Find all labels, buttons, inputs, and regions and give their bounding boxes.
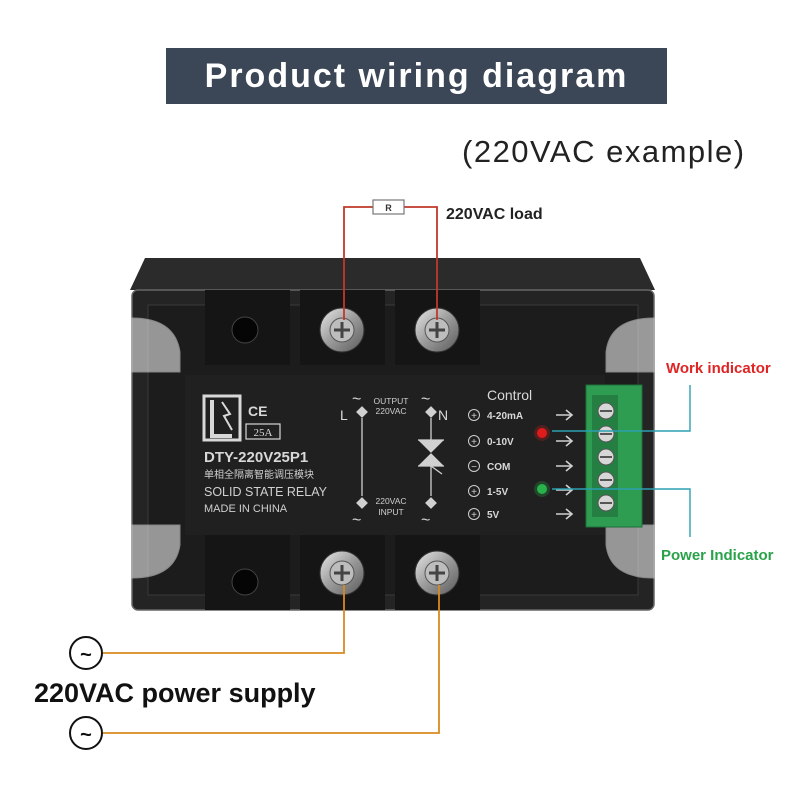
relay-type-label: SOLID STATE RELAY bbox=[204, 485, 328, 499]
input-label-line2: INPUT bbox=[378, 507, 404, 517]
output-tilde-left: ~ bbox=[352, 391, 361, 408]
load-wire bbox=[343, 206, 438, 320]
origin-label: MADE IN CHINA bbox=[204, 503, 288, 515]
resistor-icon bbox=[372, 199, 405, 215]
ce-mark: CE bbox=[248, 403, 267, 419]
supply-wire bbox=[103, 585, 440, 734]
terminal-label-com: COM bbox=[487, 462, 510, 473]
ac-source-icon-bottom bbox=[69, 716, 103, 750]
ac-symbol-top: ~ bbox=[80, 644, 92, 666]
terminal-label-0-10v: 0-10V bbox=[487, 437, 514, 448]
brand-logo-icon bbox=[202, 394, 242, 442]
diagram-subtitle: (220VAC example) bbox=[462, 134, 746, 169]
output-screw-left bbox=[319, 307, 365, 353]
control-terminal-block bbox=[585, 384, 643, 528]
model-number: DTY-220V25P1 bbox=[204, 449, 308, 466]
terminal-sign: + bbox=[471, 411, 477, 422]
output-screw-right bbox=[414, 307, 460, 353]
terminal-label-4-20ma: 4-20mA bbox=[487, 411, 523, 422]
input-screw-left bbox=[319, 550, 365, 596]
page-title: Product wiring diagram bbox=[204, 56, 629, 95]
ac-source-icon-top bbox=[69, 636, 103, 670]
power-supply-label: 220VAC power supply bbox=[34, 678, 316, 708]
control-arrows bbox=[556, 409, 574, 520]
power-indicator-led bbox=[537, 484, 547, 494]
current-rating: 25A bbox=[254, 427, 273, 439]
control-terminal-labels: + 4-20mA + 0-10V − COM + 1-5V + 5V bbox=[468, 409, 523, 521]
ac-symbol-bottom: ~ bbox=[80, 724, 92, 746]
control-title: Control bbox=[487, 387, 532, 403]
input-tilde-left: ~ bbox=[352, 512, 361, 529]
resistor-label: R bbox=[385, 203, 392, 213]
terminal-sign: + bbox=[471, 437, 477, 448]
relay-housing bbox=[130, 258, 655, 611]
input-tilde-right: ~ bbox=[421, 512, 430, 529]
work-indicator-led bbox=[537, 428, 547, 438]
indicator-leader-lines bbox=[552, 385, 691, 537]
terminal-label-1-5v: 1-5V bbox=[487, 487, 508, 498]
chinese-product-name: 单相全隔离智能调压模块 bbox=[204, 468, 314, 481]
output-label-line1: OUTPUT bbox=[374, 396, 409, 406]
input-screw-right bbox=[414, 550, 460, 596]
output-terminal-l: L bbox=[340, 407, 348, 423]
terminal-sign: + bbox=[471, 487, 477, 498]
work-indicator-label: Work indicator bbox=[666, 360, 771, 377]
load-label: 220VAC load bbox=[446, 206, 543, 223]
input-label-line1: 220VAC bbox=[375, 496, 406, 506]
terminal-sign: − bbox=[471, 462, 477, 473]
terminal-sign: + bbox=[471, 510, 477, 521]
triac-symbol-icon bbox=[356, 406, 444, 509]
output-tilde-right: ~ bbox=[421, 391, 430, 408]
title-banner: Product wiring diagram bbox=[166, 48, 667, 104]
output-label-line2: 220VAC bbox=[375, 406, 406, 416]
terminal-label-5v: 5V bbox=[487, 510, 500, 521]
power-indicator-label: Power Indicator bbox=[661, 547, 774, 564]
output-terminal-n: N bbox=[438, 407, 448, 423]
